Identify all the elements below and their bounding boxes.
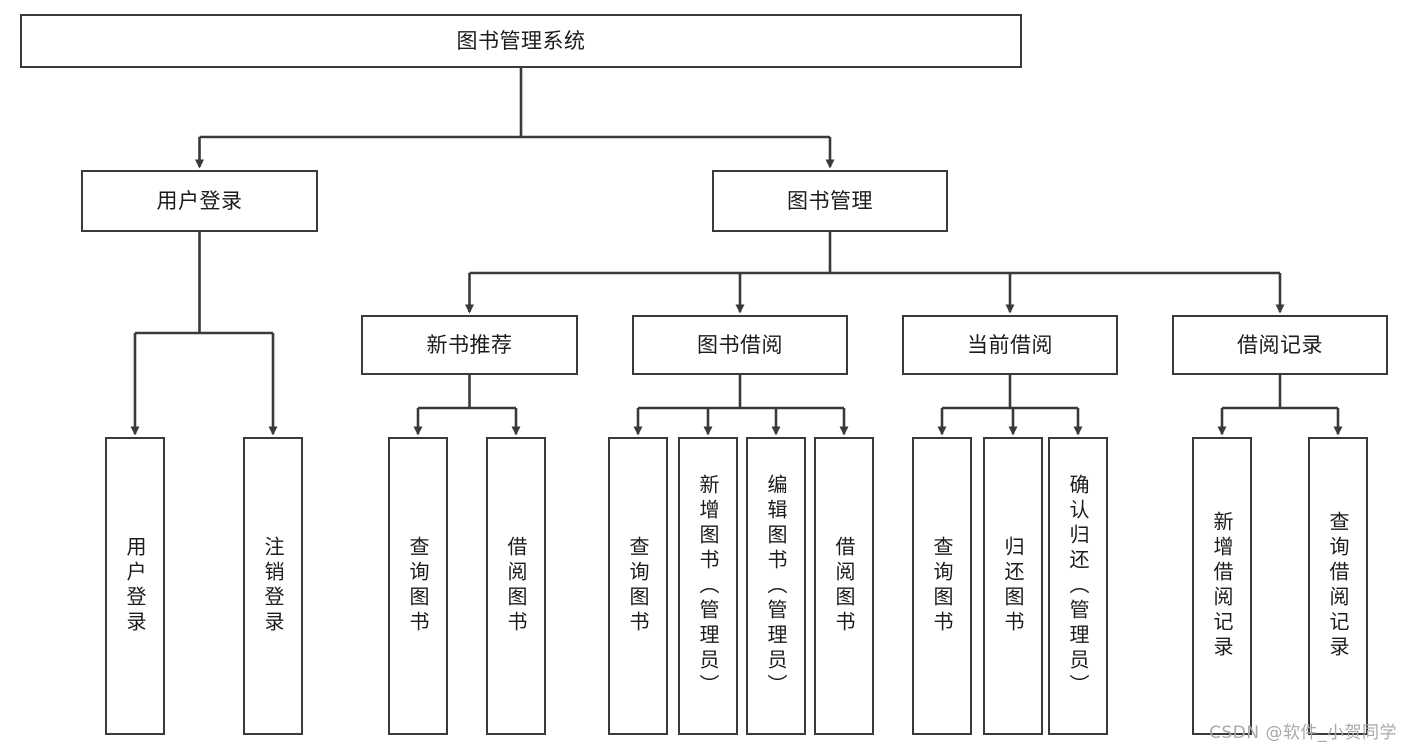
leaf-node[interactable]: 查询借阅记录: [1308, 437, 1368, 735]
leaf-node-label: 注销登录: [261, 536, 285, 636]
leaf-node-label: 归还图书: [1001, 536, 1025, 636]
node-book-borrow-label: 图书借阅: [697, 332, 783, 357]
node-book-management[interactable]: 图书管理: [712, 170, 948, 232]
leaf-node-label: 查询图书: [626, 536, 650, 636]
leaf-node-label: 借阅图书: [504, 536, 528, 636]
node-borrow-record[interactable]: 借阅记录: [1172, 315, 1388, 375]
node-new-book-recommend[interactable]: 新书推荐: [361, 315, 578, 375]
leaf-node[interactable]: 借阅图书: [486, 437, 546, 735]
leaf-node-label: 借阅图书: [832, 536, 856, 636]
node-new-book-recommend-label: 新书推荐: [426, 332, 513, 357]
leaf-node[interactable]: 查询图书: [388, 437, 448, 735]
node-book-borrow[interactable]: 图书借阅: [632, 315, 848, 375]
leaf-node-label: 新增图书（管理员）: [696, 473, 720, 699]
leaf-node[interactable]: 用户登录: [105, 437, 165, 735]
leaf-node-label: 新增借阅记录: [1210, 511, 1234, 661]
leaf-node[interactable]: 借阅图书: [814, 437, 874, 735]
leaf-node-label: 查询图书: [406, 536, 430, 636]
leaf-node[interactable]: 编辑图书（管理员）: [746, 437, 806, 735]
leaf-node[interactable]: 查询图书: [608, 437, 668, 735]
node-current-borrow[interactable]: 当前借阅: [902, 315, 1118, 375]
node-current-borrow-label: 当前借阅: [967, 332, 1053, 357]
node-user-login[interactable]: 用户登录: [81, 170, 318, 232]
leaf-node-label: 确认归还（管理员）: [1066, 473, 1090, 699]
node-borrow-record-label: 借阅记录: [1237, 332, 1323, 357]
connector-group: [130, 68, 1343, 436]
leaf-node-label: 用户登录: [123, 536, 147, 636]
node-root-label: 图书管理系统: [456, 28, 586, 53]
node-user-login-label: 用户登录: [156, 188, 243, 213]
leaf-node-label: 查询借阅记录: [1326, 511, 1350, 661]
leaf-node[interactable]: 查询图书: [912, 437, 972, 735]
leaf-node[interactable]: 归还图书: [983, 437, 1043, 735]
leaf-node[interactable]: 确认归还（管理员）: [1048, 437, 1108, 735]
leaf-node-label: 查询图书: [930, 536, 954, 636]
node-root[interactable]: 图书管理系统: [20, 14, 1022, 68]
leaf-node[interactable]: 新增借阅记录: [1192, 437, 1252, 735]
leaf-node[interactable]: 注销登录: [243, 437, 303, 735]
node-book-management-label: 图书管理: [787, 188, 873, 213]
leaf-node[interactable]: 新增图书（管理员）: [678, 437, 738, 735]
leaf-node-label: 编辑图书（管理员）: [764, 473, 788, 699]
